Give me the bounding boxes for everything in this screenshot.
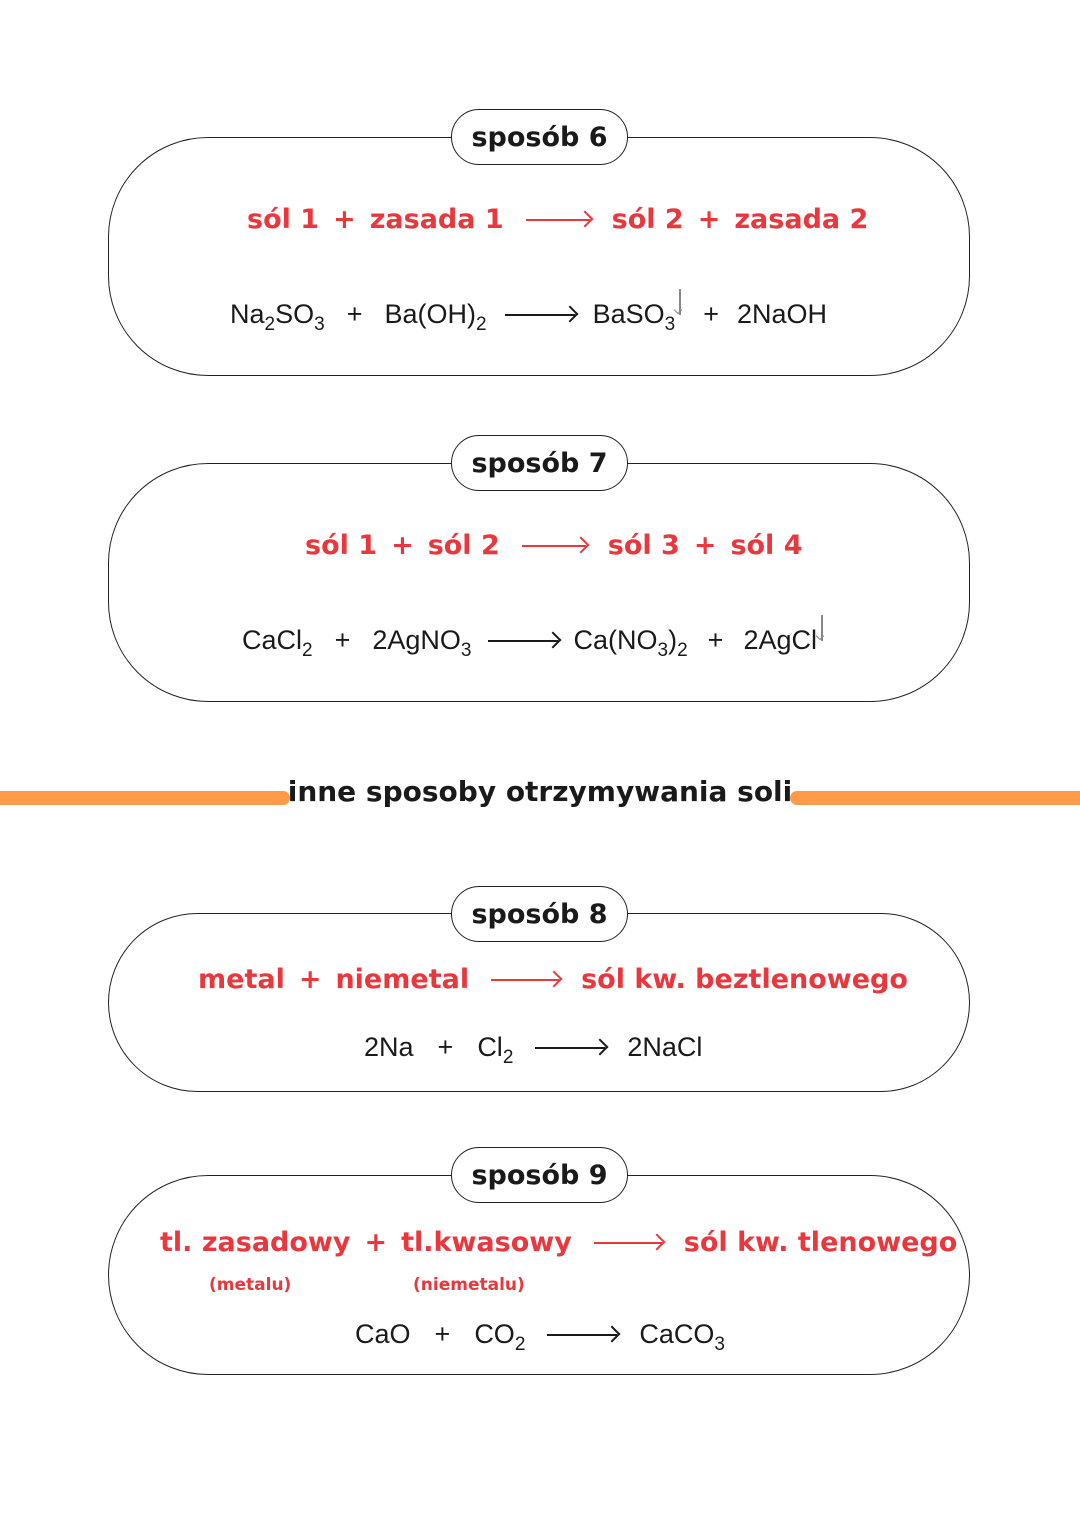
general-equation-9: tl. zasadowy + tl.kwasowy sól kw. tlenow… [160,1227,957,1258]
product-1: sól kw. beztlenowego [581,964,908,995]
general-equation-8: metal + niemetal sól kw. beztlenowego [198,964,908,995]
product-1: sól 3 [607,530,680,561]
reactant-2: 2AgNO3 [372,625,472,661]
reactant-1: sól 1 [305,530,378,561]
precipitate-arrow-icon [817,614,827,645]
plus-sign: + [434,1319,451,1349]
reactant-1: CaCl2 [242,625,313,661]
reactant-2: tl.kwasowy [401,1227,572,1258]
arrow-icon [521,544,586,547]
note-nonmetal: (niemetalu) [413,1275,525,1295]
example-equation-7: CaCl2 + 2AgNO3 Ca(NO3)2 + 2AgCl [242,614,827,661]
precipitate-arrow-icon [675,288,685,319]
reactant-2: zasada 1 [369,204,504,235]
reactant-1: CaO [355,1319,411,1349]
reactant-1: metal [198,964,285,995]
plus-sign: + [391,530,414,561]
product-1: CaCO3 [639,1319,725,1355]
plus-sign: + [693,530,717,561]
reactant-2: Ba(OH)2 [384,299,487,335]
reactant-1: 2Na [364,1032,414,1062]
plus-sign: + [697,204,721,235]
product-2: sól 4 [730,530,803,561]
arrow-icon [491,978,560,981]
plus-sign: + [334,625,351,655]
method-card-7 [108,463,970,702]
product-1: 2NaCl [627,1032,703,1062]
arrow-icon [547,1333,618,1336]
note-metal: (metalu) [209,1275,292,1295]
arrow-icon [593,1241,662,1244]
method-card-6 [108,137,970,376]
plus-sign: + [364,1227,388,1258]
plus-sign: + [437,1032,454,1062]
reactant-2: CO2 [474,1319,526,1355]
product-2: zasada 2 [734,204,869,235]
arrow-icon [487,639,558,642]
general-equation-7: sól 1 + sól 2 sól 3 + sól 4 [305,530,803,561]
product-1: Ca(NO3)2 [573,625,688,661]
section-divider-right [790,791,1080,805]
product-1: BaSO3 [592,299,676,335]
section-title: inne sposoby otrzymywania soli [287,775,793,808]
arrow-icon [525,218,590,221]
method-card-8 [108,913,970,1092]
section-divider-left [0,791,290,805]
example-equation-8: 2Na + Cl2 2NaCl [364,1032,703,1068]
product-1: sól kw. tlenowego [683,1227,958,1258]
method-label-8: sposób 8 [451,886,628,942]
example-equation-9: CaO + CO2 CaCO3 [355,1319,725,1355]
reactant-1: Na2SO3 [230,299,325,335]
method-label-7: sposób 7 [451,435,628,491]
reactant-2: sól 2 [427,530,500,561]
reactant-1: sól 1 [247,204,320,235]
product-2: 2NaOH [736,299,827,329]
product-1: sól 2 [611,204,684,235]
reactant-2: niemetal [335,964,470,995]
reactant-2: Cl2 [477,1032,514,1068]
method-label-9: sposób 9 [451,1147,628,1203]
plus-sign: + [703,299,719,329]
plus-sign: + [346,299,363,329]
method-card-9 [108,1175,970,1375]
product-2: 2AgCl [743,625,817,655]
arrow-icon [504,313,575,316]
example-equation-6: Na2SO3 + Ba(OH)2 BaSO3 + 2NaOH [230,288,827,335]
arrow-icon [535,1046,606,1049]
general-equation-6: sól 1 + zasada 1 sól 2 + zasada 2 [247,204,868,235]
method-label-6: sposób 6 [451,109,628,165]
plus-sign: + [707,625,724,655]
reactant-1: tl. zasadowy [160,1227,351,1258]
plus-sign: + [298,964,322,995]
plus-sign: + [333,204,356,235]
